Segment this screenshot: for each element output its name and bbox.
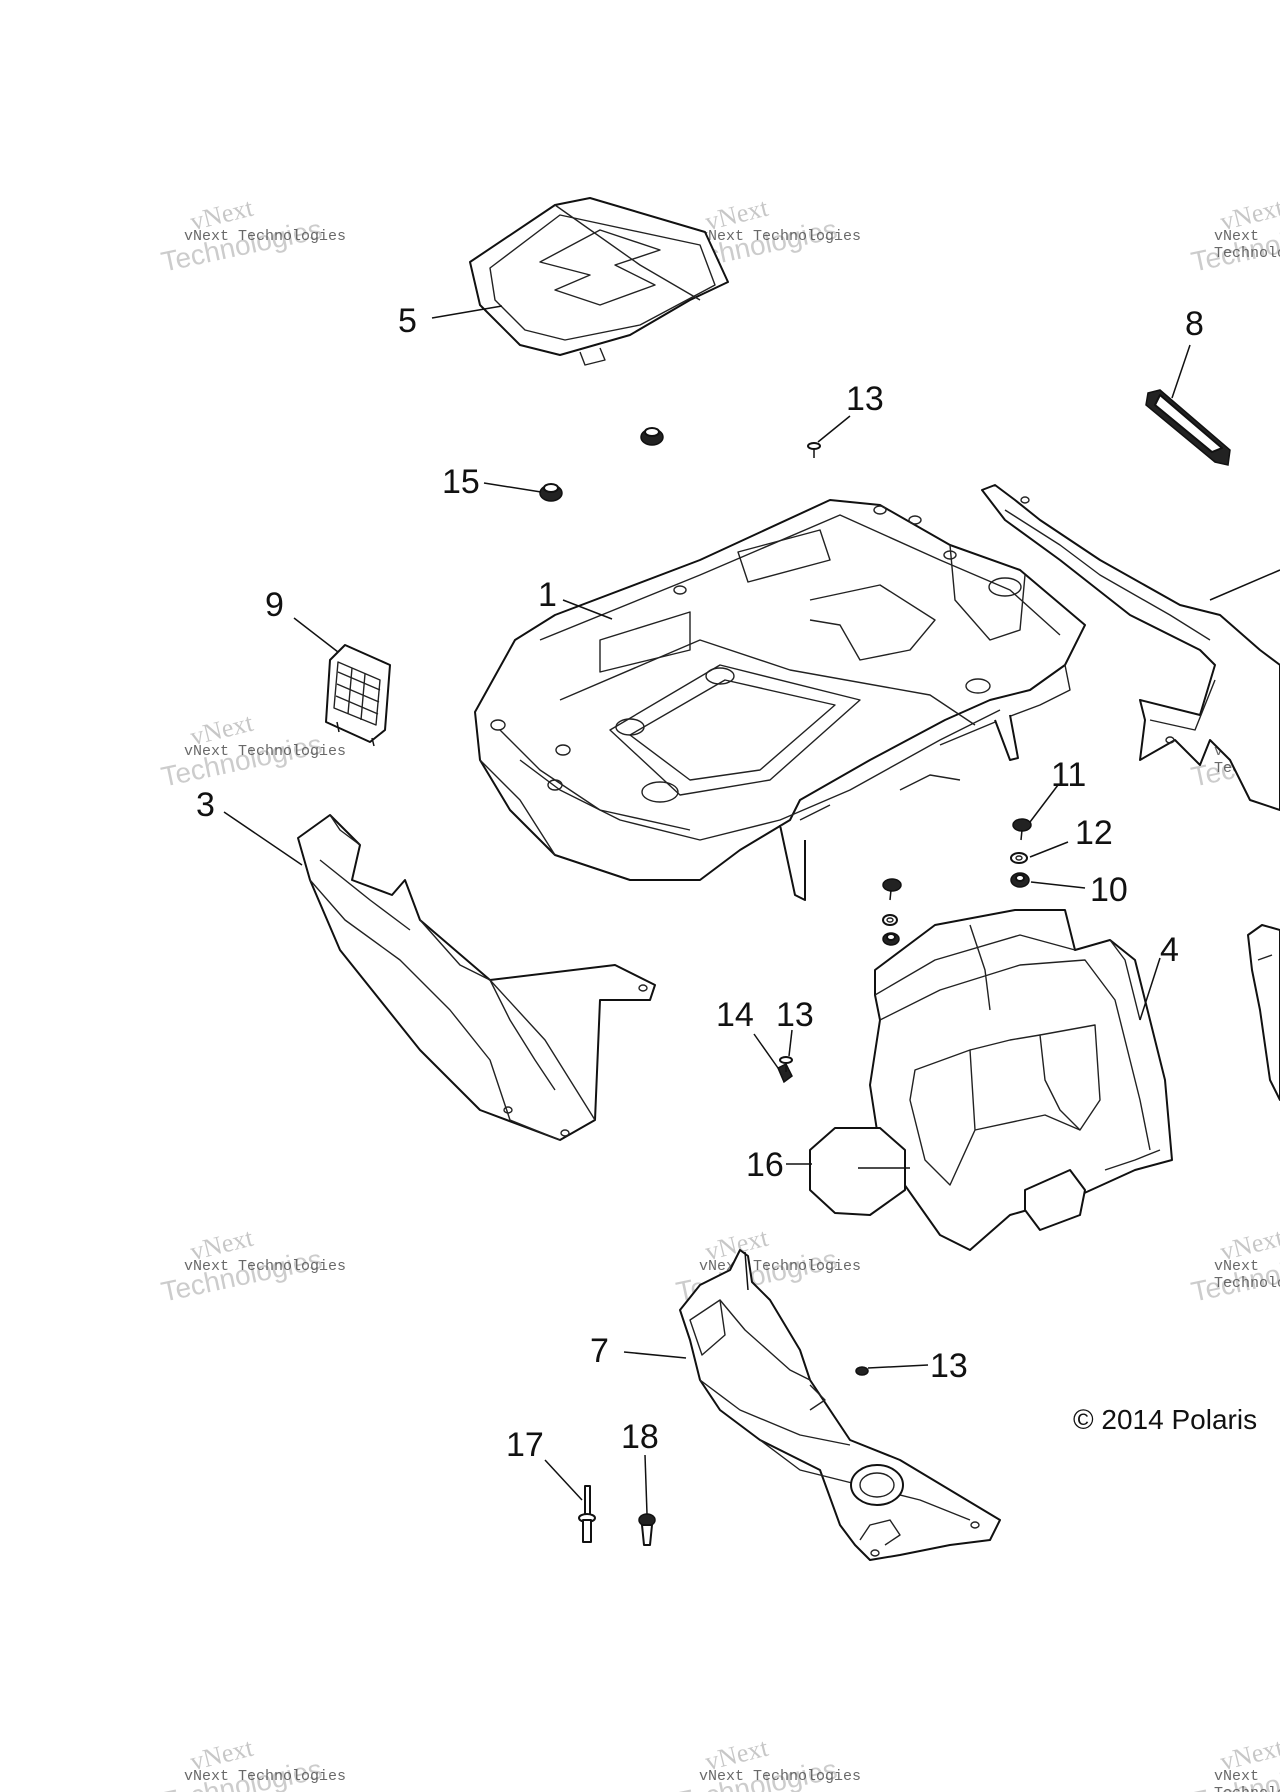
leader-5 (431, 305, 503, 319)
leader-10 (1030, 881, 1086, 889)
leader-13-top (817, 415, 851, 443)
part-4-tray (869, 909, 1173, 1251)
callout-18: 18 (621, 1418, 659, 1456)
callout-9: 9 (265, 586, 284, 624)
leader-1 (562, 599, 613, 620)
fastener-stack-secondary (882, 878, 902, 946)
part-far-right-partial (1247, 924, 1280, 1101)
part-12-washer (1010, 852, 1028, 864)
part-14-clip (777, 1062, 793, 1084)
leader-14 (753, 1033, 779, 1069)
leader-4 (1139, 957, 1161, 1021)
leader-18 (644, 1454, 648, 1515)
part-8-bracket (1145, 389, 1231, 466)
leader-8 (1171, 344, 1191, 399)
callout-16: 16 (746, 1146, 784, 1184)
leader-11 (1029, 784, 1059, 823)
leader-17 (544, 1459, 583, 1501)
callout-17: 17 (506, 1426, 544, 1464)
callout-15: 15 (442, 463, 480, 501)
callout-13-middle: 13 (776, 996, 814, 1034)
leader-15 (483, 482, 542, 493)
leader-3 (223, 811, 303, 866)
part-13-screw-top (807, 442, 821, 458)
callout-7: 7 (590, 1332, 609, 1370)
part-1-cargo-box (474, 499, 1086, 901)
part-15-grommet-extra (640, 427, 664, 446)
leader-13-middle (788, 1029, 793, 1057)
leader-9 (293, 617, 339, 653)
leader-13-bottom (867, 1364, 929, 1369)
part-11-push-clip (1012, 818, 1032, 841)
part-13-screw-bottom (855, 1366, 869, 1376)
callout-11: 11 (1051, 756, 1087, 794)
callout-1: 1 (538, 576, 557, 614)
callout-13-bottom: 13 (930, 1347, 968, 1385)
part-15-grommet (539, 483, 563, 502)
callout-8: 8 (1185, 305, 1204, 343)
part-side-panel-right (981, 484, 1280, 811)
part-18-push-rivet (638, 1513, 656, 1546)
part-9-vent-grille (325, 644, 391, 747)
leader-7 (623, 1351, 687, 1359)
part-10-nut (1010, 872, 1030, 888)
callout-12: 12 (1075, 814, 1113, 852)
callout-4: 4 (1160, 931, 1179, 969)
callout-3: 3 (196, 786, 215, 824)
part-5-lid (469, 197, 729, 366)
part-13-screw-middle (779, 1056, 793, 1072)
callout-14: 14 (716, 996, 754, 1034)
part-17-rivet (578, 1485, 596, 1543)
callout-10: 10 (1090, 871, 1128, 909)
callout-5: 5 (398, 302, 417, 340)
part-7-lower-panel (679, 1249, 1001, 1561)
leader-12 (1029, 841, 1069, 858)
callout-13-top: 13 (846, 380, 884, 418)
copyright-notice: © 2014 Polaris (1073, 1404, 1258, 1435)
part-3-side-panel-left (297, 814, 656, 1141)
part-16-decal (809, 1127, 906, 1216)
